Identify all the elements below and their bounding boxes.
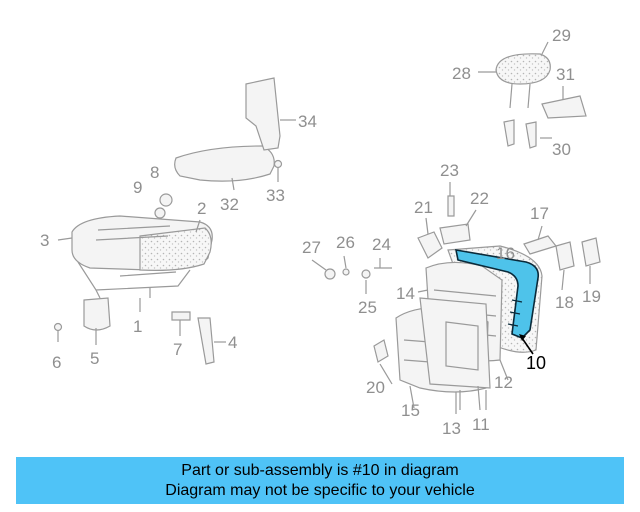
headrest-part [495,53,551,85]
leader-lines [57,41,591,414]
rear-cover-part [83,297,111,331]
callout-20: 20 [366,378,385,397]
callout-16: 16 [496,244,515,263]
callout-13: 13 [442,419,461,438]
callout-31: 31 [556,65,575,84]
callout-30: 30 [552,140,571,159]
info-banner: Part or sub-assembly is #10 in diagram D… [16,457,624,504]
callout-18: 18 [555,293,574,312]
callout-19: 19 [582,287,601,306]
callout-15: 15 [401,401,420,420]
seat-back-board-part [419,297,491,389]
headrest-group [495,53,587,149]
callout-23: 23 [440,161,459,180]
callout-14: 14 [396,284,415,303]
callout-34: 34 [298,112,317,131]
callout-2: 2 [197,199,206,218]
front-seat-group [53,77,296,365]
headrest-trim-part [541,95,587,119]
callout-29: 29 [552,26,571,45]
callout-33: 33 [266,186,285,205]
rear-seat-back-group [324,195,601,411]
callout-4: 4 [228,333,237,352]
seat-frame-part [77,261,191,299]
callout-27: 27 [302,238,321,257]
callout-12: 12 [494,373,513,392]
callout-22: 22 [470,189,489,208]
banner-line-1: Part or sub-assembly is #10 in diagram [181,462,459,479]
callout-5: 5 [90,349,99,368]
callout-32: 32 [220,195,239,214]
callout-25: 25 [358,298,377,317]
seat-cover-part [139,227,212,271]
callout-24: 24 [372,235,391,254]
callout-1: 1 [133,317,142,336]
callout-17: 17 [530,204,549,223]
banner-line-2: Diagram may not be specific to your vehi… [165,482,475,499]
highlighted-part-10[interactable] [454,249,540,339]
backrest-panel-part [245,77,281,151]
callout-7: 7 [173,340,182,359]
callout-21: 21 [414,198,433,217]
callout-26: 26 [336,233,355,252]
callout-9: 9 [133,178,142,197]
cushion-pad-part [174,145,275,182]
callout-3: 3 [40,231,49,250]
callout-28: 28 [452,64,471,83]
callout-8: 8 [150,163,159,182]
callout-11: 11 [472,415,490,434]
callout-6: 6 [52,353,61,372]
seat-parts-diagram: 2 3 4 5 6 7 8 9 1 10 11 12 13 14 15 16 1… [40,26,601,438]
callout-10[interactable]: 10 [526,353,546,373]
callout-labels: 2 3 4 5 6 7 8 9 1 10 11 12 13 14 15 16 1… [40,26,601,438]
